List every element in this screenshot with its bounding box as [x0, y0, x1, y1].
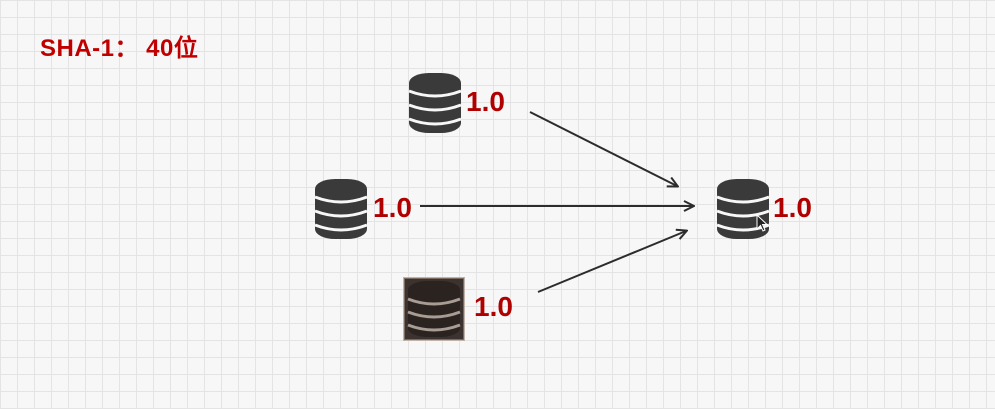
database-icon[interactable]: [314, 178, 368, 240]
database-icon[interactable]: [716, 178, 770, 240]
cursor-icon: [756, 213, 769, 237]
database-icon-selected[interactable]: [404, 278, 464, 340]
version-label-bottom: 1.0: [474, 291, 513, 322]
version-label-middle: 1.0: [373, 192, 412, 223]
version-label-target: 1.0: [773, 192, 812, 223]
database-icon[interactable]: [408, 72, 462, 134]
arrow-top-to-target: [529, 111, 677, 186]
arrow-bottom-to-target: [537, 231, 686, 293]
version-label-top: 1.0: [466, 86, 505, 117]
page-title: SHA-1： 40位: [40, 35, 199, 62]
